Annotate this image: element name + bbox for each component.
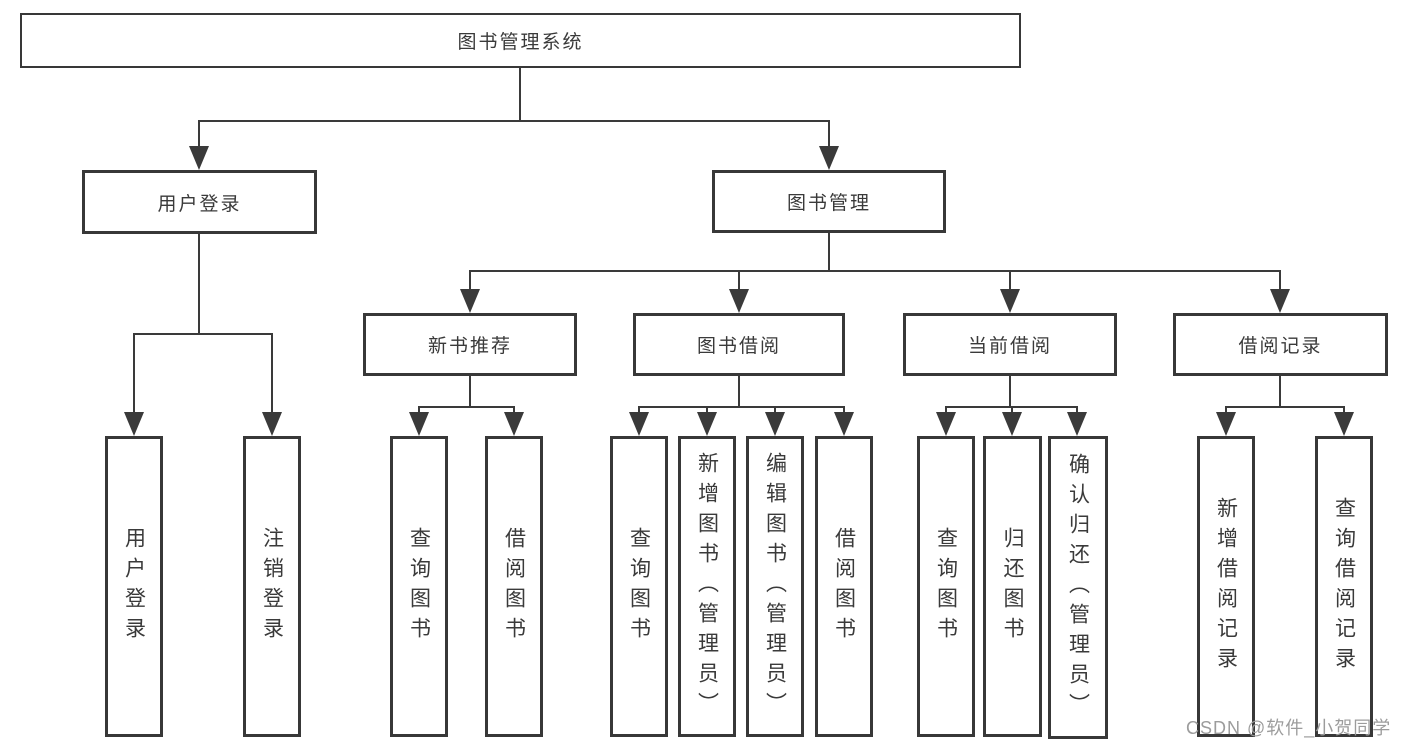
connector-line bbox=[1011, 406, 1013, 415]
connector-line bbox=[1225, 406, 1345, 408]
down-arrowhead-icon bbox=[765, 412, 785, 436]
down-arrowhead-icon bbox=[262, 412, 282, 436]
leaf-query-books-borrow-label: 查询图书 bbox=[627, 526, 651, 647]
down-arrowhead-icon bbox=[1000, 289, 1020, 313]
node-book-management: 图书管理 bbox=[712, 170, 946, 233]
leaf-return-books-label: 归还图书 bbox=[1001, 526, 1025, 647]
down-arrowhead-icon bbox=[697, 412, 717, 436]
connector-line bbox=[469, 376, 471, 407]
connector-line bbox=[513, 406, 515, 415]
down-arrowhead-icon bbox=[1002, 412, 1022, 436]
connector-line bbox=[945, 406, 947, 415]
down-arrowhead-icon bbox=[1216, 412, 1236, 436]
connector-line bbox=[133, 333, 273, 335]
connector-line bbox=[638, 406, 845, 408]
node-current-borrowing: 当前借阅 bbox=[903, 313, 1117, 376]
node-borrowing-records: 借阅记录 bbox=[1173, 313, 1388, 376]
down-arrowhead-icon bbox=[124, 412, 144, 436]
leaf-logout: 注销登录 bbox=[243, 436, 301, 737]
down-arrowhead-icon bbox=[834, 412, 854, 436]
leaf-query-books-recommend-label: 查询图书 bbox=[407, 526, 431, 647]
connector-line bbox=[198, 120, 200, 148]
leaf-add-books-admin: 新增图书（管理员） bbox=[678, 436, 736, 737]
leaf-query-books-current-label: 查询图书 bbox=[934, 526, 958, 647]
connector-line bbox=[1009, 376, 1011, 407]
leaf-borrow-books-recommend: 借阅图书 bbox=[485, 436, 543, 737]
down-arrowhead-icon bbox=[729, 289, 749, 313]
connector-line bbox=[1225, 406, 1227, 415]
leaf-edit-books-admin-label: 编辑图书（管理员） bbox=[763, 451, 787, 722]
leaf-add-borrow-record-label: 新增借阅记录 bbox=[1214, 496, 1238, 677]
leaf-add-books-admin-label: 新增图书（管理员） bbox=[695, 451, 719, 722]
node-book-borrowing: 图书借阅 bbox=[633, 313, 845, 376]
connector-line bbox=[638, 406, 640, 415]
csdn-watermark: CSDN @软件_小贺同学 bbox=[1186, 718, 1392, 738]
down-arrowhead-icon bbox=[409, 412, 429, 436]
node-user-login: 用户登录 bbox=[82, 170, 317, 234]
down-arrowhead-icon bbox=[1270, 289, 1290, 313]
leaf-add-borrow-record: 新增借阅记录 bbox=[1197, 436, 1255, 737]
down-arrowhead-icon bbox=[189, 146, 209, 170]
leaf-user-login-label: 用户登录 bbox=[122, 526, 146, 647]
connector-line bbox=[738, 270, 740, 291]
leaf-borrow-books-borrow-label: 借阅图书 bbox=[832, 526, 856, 647]
leaf-user-login: 用户登录 bbox=[105, 436, 163, 737]
leaf-edit-books-admin: 编辑图书（管理员） bbox=[746, 436, 804, 737]
connector-line bbox=[1279, 270, 1281, 291]
connector-line bbox=[738, 376, 740, 407]
connector-line bbox=[271, 333, 273, 414]
connector-line bbox=[774, 406, 776, 415]
down-arrowhead-icon bbox=[1334, 412, 1354, 436]
connector-line bbox=[198, 234, 200, 333]
connector-line bbox=[418, 406, 515, 408]
leaf-query-books-borrow: 查询图书 bbox=[610, 436, 668, 737]
leaf-confirm-return-admin: 确认归还（管理员） bbox=[1048, 436, 1108, 739]
node-new-book-recommendation: 新书推荐 bbox=[363, 313, 577, 376]
connector-line bbox=[519, 68, 521, 120]
leaf-query-books-recommend: 查询图书 bbox=[390, 436, 448, 737]
down-arrowhead-icon bbox=[629, 412, 649, 436]
leaf-logout-label: 注销登录 bbox=[260, 526, 284, 647]
connector-line bbox=[828, 233, 830, 271]
down-arrowhead-icon bbox=[819, 146, 839, 170]
leaf-query-books-current: 查询图书 bbox=[917, 436, 975, 737]
down-arrowhead-icon bbox=[460, 289, 480, 313]
connector-line bbox=[1009, 270, 1011, 291]
connector-line bbox=[828, 120, 830, 148]
connector-line bbox=[706, 406, 708, 415]
leaf-borrow-books-borrow: 借阅图书 bbox=[815, 436, 873, 737]
connector-line bbox=[469, 270, 1281, 272]
leaf-return-books: 归还图书 bbox=[983, 436, 1042, 737]
connector-line bbox=[1343, 406, 1345, 415]
connector-line bbox=[1279, 376, 1281, 407]
leaf-borrow-books-recommend-label: 借阅图书 bbox=[502, 526, 526, 647]
connector-line bbox=[1076, 406, 1078, 415]
node-library-system-root: 图书管理系统 bbox=[20, 13, 1021, 68]
connector-line bbox=[418, 406, 420, 415]
connector-line bbox=[198, 120, 830, 122]
connector-line bbox=[469, 270, 471, 291]
connector-line bbox=[843, 406, 845, 415]
leaf-query-borrow-record: 查询借阅记录 bbox=[1315, 436, 1373, 737]
connector-line bbox=[133, 333, 135, 414]
leaf-query-borrow-record-label: 查询借阅记录 bbox=[1332, 496, 1356, 677]
down-arrowhead-icon bbox=[936, 412, 956, 436]
leaf-confirm-return-admin-label: 确认归还（管理员） bbox=[1066, 452, 1090, 723]
down-arrowhead-icon bbox=[1067, 412, 1087, 436]
down-arrowhead-icon bbox=[504, 412, 524, 436]
